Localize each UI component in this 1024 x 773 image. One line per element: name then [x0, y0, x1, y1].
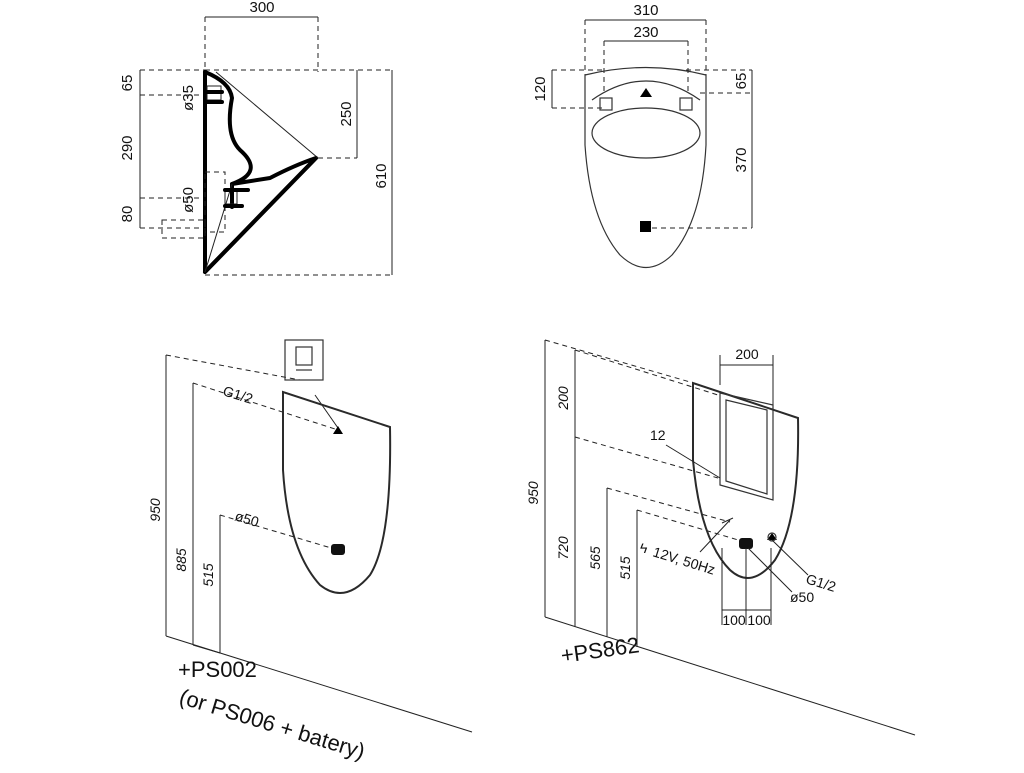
- right-power-leader: [699, 519, 731, 553]
- left-drain-label: ø50: [233, 508, 261, 530]
- side-drain-line: [204, 183, 233, 273]
- side-drain-pipe: [204, 171, 226, 233]
- left-885-ext: [192, 382, 339, 431]
- side-250-label: 250: [338, 101, 355, 126]
- front-65-label: 65: [733, 73, 750, 90]
- right-power-label: 12V, 50Hz: [651, 544, 717, 578]
- left-flush-button: [295, 346, 313, 366]
- right-515-label: 515: [617, 556, 633, 580]
- left-product-code: +PS002: [178, 657, 257, 682]
- front-bowl-inner-rim: [591, 107, 701, 159]
- side-610-label: 610: [373, 163, 390, 188]
- front-310-label: 310: [633, 2, 658, 19]
- right-power-tick: [721, 517, 734, 524]
- left-515-label: 515: [200, 563, 216, 587]
- right-200-ext: [574, 349, 719, 396]
- left-drain-marker: [331, 544, 345, 555]
- right-720-ext: [574, 436, 719, 479]
- side-65-label: 65: [119, 75, 136, 92]
- side-view: 300 65 290 80 ø35 ø50 250 610: [119, 0, 393, 276]
- side-pipe-35-label: ø35: [180, 85, 197, 111]
- right-12-leader: [665, 444, 721, 479]
- right-720-label: 720: [555, 536, 571, 560]
- front-left-slot: [599, 97, 613, 111]
- front-230-label: 230: [633, 24, 658, 41]
- front-bowl-back: [591, 80, 701, 101]
- right-sensor-inner: [725, 399, 768, 495]
- right-power-icon: ϟ: [640, 540, 648, 556]
- left-floor-tick-1: [192, 644, 221, 654]
- side-80-label: 80: [119, 206, 136, 223]
- install-left: 950 885 515 G1/2 ø50 +PS002 (or PS006 + …: [147, 339, 473, 764]
- front-drain-marker: [640, 221, 651, 232]
- front-view: 310 230 120 65 370: [532, 2, 753, 268]
- left-515-ext: [219, 514, 339, 551]
- right-565-label: 565: [587, 546, 603, 570]
- right-product-code: +PS862: [559, 632, 641, 668]
- right-200-width-label: 200: [735, 346, 759, 362]
- side-290-label: 290: [119, 135, 136, 160]
- side-drain-outlet: [161, 219, 206, 239]
- side-rim-line: [215, 71, 319, 159]
- left-plate-leader: [314, 394, 339, 429]
- left-product-note: (or PS006 + batery): [177, 684, 369, 764]
- install-right: 950 200 720 565 515 200 12 ϟ 12V, 50Hz G…: [525, 339, 916, 736]
- right-floor-line: [544, 616, 916, 736]
- right-100-left-label: 100: [722, 612, 746, 628]
- side-drain-50-label: ø50: [180, 187, 197, 213]
- front-bowl-top: [584, 66, 707, 76]
- right-urinal-outline: [692, 381, 800, 579]
- left-flush-plate: [284, 339, 324, 381]
- right-drain-marker: [739, 538, 753, 549]
- front-120-label: 120: [532, 76, 549, 101]
- right-inlet-ring: [767, 532, 777, 542]
- right-drain-leader: [747, 547, 793, 593]
- right-950-ext: [544, 339, 691, 383]
- left-urinal-outline: [282, 390, 392, 594]
- right-565-ext: [606, 487, 731, 523]
- left-950-ext: [165, 354, 301, 381]
- front-inlet-marker: [640, 88, 652, 97]
- right-200-label: 200: [555, 386, 571, 411]
- front-370-label: 370: [733, 147, 750, 172]
- right-100-right-label: 100: [747, 612, 771, 628]
- left-885-label: 885: [173, 548, 189, 572]
- right-inlet-marker: [767, 533, 777, 540]
- front-right-slot: [679, 97, 693, 111]
- left-inlet-marker: [333, 426, 343, 434]
- right-inlet-leader: [771, 539, 809, 576]
- side-bowl-inner-profile: [203, 70, 253, 186]
- front-bowl-outline: [584, 75, 707, 268]
- right-drain-label: ø50: [790, 589, 814, 605]
- right-515-ext: [636, 509, 746, 543]
- right-12-label: 12: [650, 427, 666, 443]
- right-950-label: 950: [525, 481, 541, 505]
- left-inlet-label: G1/2: [221, 383, 255, 407]
- right-sensor-frame: [719, 392, 774, 501]
- left-950-label: 950: [147, 498, 163, 522]
- side-width-label: 300: [249, 0, 274, 16]
- side-bowl-lip: [203, 156, 318, 274]
